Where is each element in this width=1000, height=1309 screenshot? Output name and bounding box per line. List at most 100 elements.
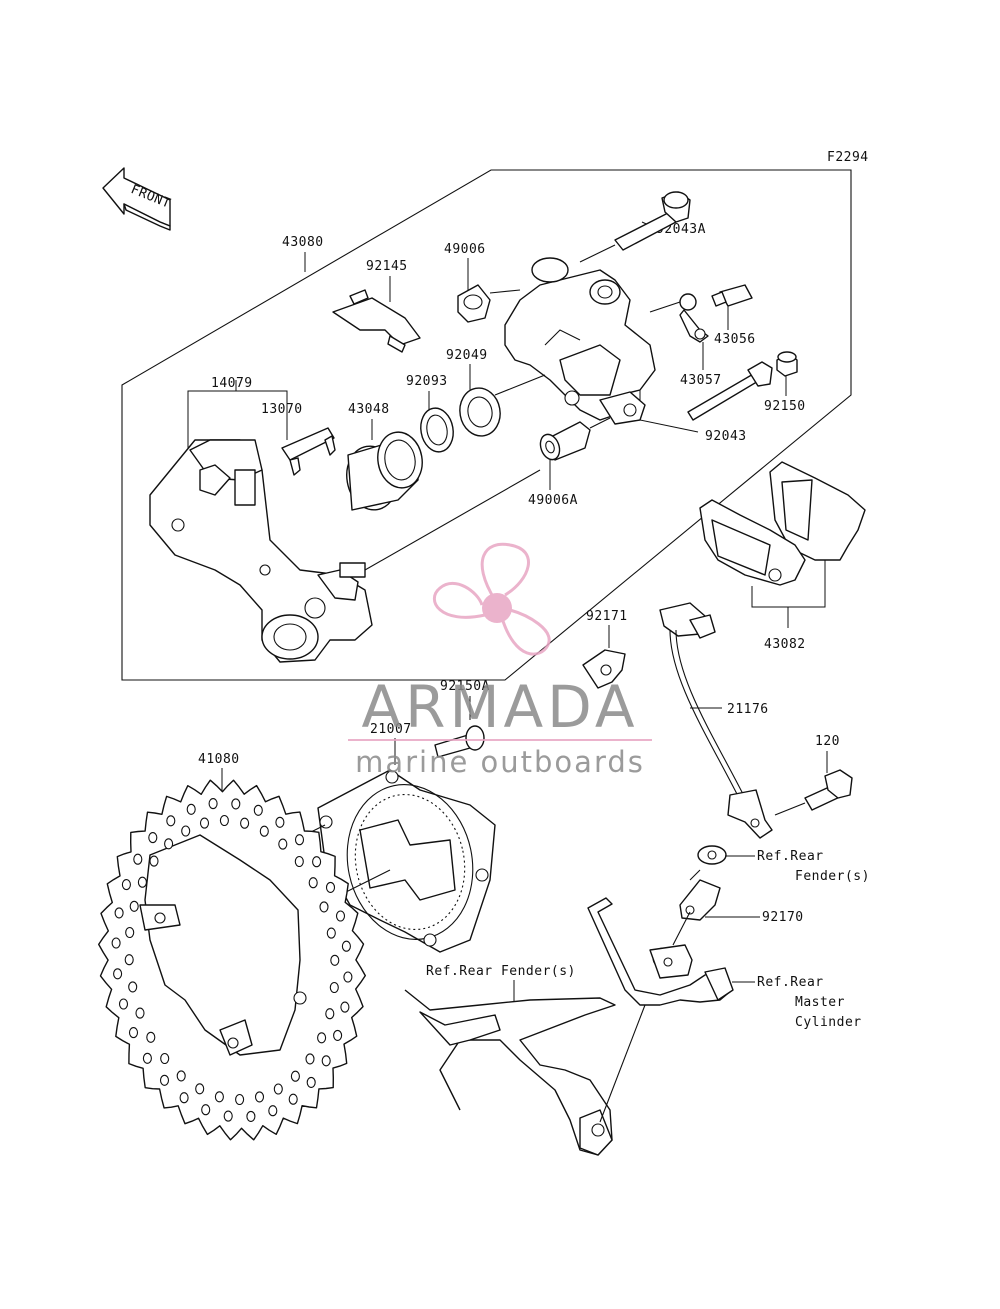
- disc-vent-hole: [335, 910, 346, 922]
- watermark-brand: ARMADA: [361, 673, 638, 741]
- disc-vent-hole: [201, 1104, 211, 1116]
- sensor-rotor-21007: [317, 769, 496, 953]
- disc-vent-hole: [148, 832, 158, 844]
- slide-pin-92043: [687, 361, 773, 421]
- abs-sensor-21176: [659, 602, 773, 839]
- disc-vent-hole: [240, 817, 250, 829]
- disc-vent-hole: [305, 1053, 315, 1065]
- disc-vent-hole: [128, 1027, 139, 1039]
- label-49006: 49006: [444, 242, 486, 257]
- disc-vent-hole: [199, 817, 210, 829]
- disc-vent-hole: [312, 856, 322, 868]
- label-21007: 21007: [370, 722, 412, 737]
- brake-disc-41080: [98, 779, 366, 1141]
- bleed-cap-43057: [679, 293, 709, 343]
- disc-vent-hole: [290, 1070, 300, 1082]
- disc-vent-hole: [325, 1008, 335, 1020]
- disc-vent-hole: [114, 907, 124, 919]
- disc-vent-hole: [137, 876, 147, 888]
- clamp-92171: [582, 649, 626, 689]
- label-43056: 43056: [714, 332, 756, 347]
- disc-vent-hole: [159, 1074, 170, 1086]
- label-41080: 41080: [198, 752, 240, 767]
- disc-vent-hole: [246, 1110, 256, 1122]
- disc-vent-hole: [253, 804, 263, 816]
- disc-vent-hole: [179, 1092, 189, 1104]
- label-43082: 43082: [764, 637, 806, 652]
- disc-vent-hole: [275, 816, 285, 828]
- disc-vent-hole: [164, 838, 174, 850]
- ref-rear-fender-bottom: Ref.Rear Fender(s): [426, 964, 576, 979]
- disc-vent-hole: [121, 879, 131, 891]
- brake-pads-43082: [699, 461, 866, 586]
- disc-vent-hole: [341, 940, 351, 952]
- label-92170: 92170: [762, 910, 804, 925]
- ref-master-line3: Cylinder: [795, 1015, 862, 1030]
- disc-vent-hole: [181, 825, 191, 837]
- piston-43048: [346, 431, 423, 511]
- disc-vent-hole: [273, 1083, 283, 1095]
- boot-49006: [457, 284, 491, 323]
- armada-logo: ARMADA marine outboards: [348, 542, 652, 779]
- label-92043: 92043: [705, 429, 747, 444]
- disc-vent-hole: [219, 814, 229, 827]
- cap-92150: [776, 351, 798, 377]
- fender-bolt-icon: [697, 845, 727, 865]
- disc-vent-hole: [340, 1001, 350, 1013]
- label-43080: 43080: [282, 235, 324, 250]
- disc-vent-hole: [278, 838, 288, 850]
- disc-vent-hole: [118, 998, 129, 1010]
- disc-vent-hole: [208, 798, 218, 810]
- label-92049: 92049: [446, 348, 488, 363]
- disc-vent-hole: [319, 901, 329, 913]
- disc-vent-hole: [254, 1091, 265, 1103]
- bracket-92170: [679, 879, 721, 921]
- disc-vent-hole: [268, 1105, 278, 1117]
- bleed-valve-43056: [711, 284, 753, 307]
- disc-vent-hole: [288, 1093, 298, 1105]
- pad-spring-13070: [281, 427, 336, 476]
- slide-pin-92043A: [614, 191, 691, 251]
- disc-vent-hole: [149, 855, 159, 867]
- label-49006A: 49006A: [528, 493, 578, 508]
- pad-spring-92145: [332, 289, 421, 353]
- figure-code: F2294: [827, 150, 869, 165]
- disc-vent-hole: [330, 954, 340, 966]
- ref-rear-fender-top-line1: Ref.Rear: [757, 849, 824, 864]
- disc-vent-hole: [317, 1032, 327, 1044]
- disc-vent-hole: [325, 881, 336, 893]
- disc-vent-hole: [176, 1070, 186, 1082]
- caliper-assembly-outline: [121, 169, 852, 681]
- label-43048: 43048: [348, 402, 390, 417]
- disc-vent-hole: [214, 1091, 224, 1103]
- piston-seal-92049: [459, 387, 501, 437]
- ref-rear-fender-top-line2: Fender(s): [795, 869, 870, 884]
- disc-vent-hole: [308, 877, 318, 889]
- disc-vent-hole: [129, 900, 139, 912]
- disc-vent-hole: [186, 803, 196, 815]
- disc-vent-hole: [124, 954, 134, 966]
- label-43057: 43057: [680, 373, 722, 388]
- disc-vent-hole: [135, 1007, 145, 1019]
- disc-vent-hole: [113, 968, 123, 980]
- disc-vent-hole: [235, 1093, 245, 1106]
- label-92093: 92093: [406, 374, 448, 389]
- label-21176: 21176: [727, 702, 769, 717]
- disc-vent-hole: [195, 1083, 205, 1095]
- master-cylinder-bracket: [587, 897, 734, 1006]
- propeller-icon: [433, 542, 551, 656]
- disc-vent-hole: [128, 981, 138, 993]
- disc-vent-hole: [231, 798, 241, 810]
- disc-vent-hole: [146, 1031, 156, 1043]
- disc-vent-hole: [160, 1052, 170, 1065]
- disc-vent-hole: [343, 971, 353, 983]
- sleeve-49006A: [539, 421, 591, 461]
- bolt-120: [804, 769, 853, 811]
- dust-seal-92093: [420, 407, 454, 453]
- disc-vent-hole: [306, 1076, 316, 1088]
- disc-vent-hole: [142, 1052, 152, 1064]
- label-14079: 14079: [211, 376, 253, 391]
- disc-vent-hole: [133, 853, 143, 865]
